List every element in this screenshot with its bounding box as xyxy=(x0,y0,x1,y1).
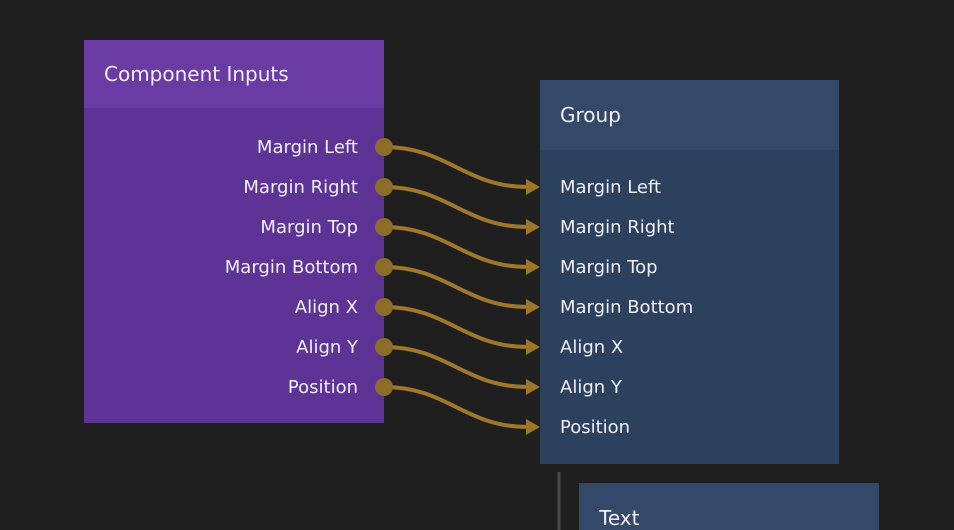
output-port-align-y[interactable]: Align Y xyxy=(84,327,384,367)
output-port-align-x[interactable]: Align X xyxy=(84,287,384,327)
connection-wire-align-y[interactable] xyxy=(383,345,529,389)
port-label: Margin Right xyxy=(243,176,358,198)
output-port-connector[interactable] xyxy=(375,218,393,236)
node-title: Component Inputs xyxy=(104,62,289,86)
connection-wire-margin-left[interactable] xyxy=(383,145,529,189)
node-group-body: Margin Left Margin Right Margin Top Marg… xyxy=(540,150,839,464)
node-group-header[interactable]: Group xyxy=(540,80,839,150)
input-port-margin-left[interactable]: Margin Left xyxy=(540,167,839,207)
connection-wire-align-x[interactable] xyxy=(383,305,529,349)
input-port-arrow[interactable] xyxy=(526,219,540,235)
port-label: Align Y xyxy=(560,376,622,398)
port-label: Margin Bottom xyxy=(560,296,694,318)
output-port-connector[interactable] xyxy=(375,338,393,356)
input-port-align-x[interactable]: Align X xyxy=(540,327,839,367)
input-port-margin-top[interactable]: Margin Top xyxy=(540,247,839,287)
output-port-connector[interactable] xyxy=(375,178,393,196)
output-port-margin-bottom[interactable]: Margin Bottom xyxy=(84,247,384,287)
node-title: Group xyxy=(560,103,621,127)
input-port-position[interactable]: Position xyxy=(540,407,839,447)
node-component-inputs-body: Margin Left Margin Right Margin Top Marg… xyxy=(84,108,384,423)
node-component-inputs-header[interactable]: Component Inputs xyxy=(84,40,384,108)
port-label: Margin Left xyxy=(560,176,662,198)
output-port-connector[interactable] xyxy=(375,258,393,276)
input-port-align-y[interactable]: Align Y xyxy=(540,367,839,407)
input-port-arrow[interactable] xyxy=(526,339,540,355)
node-title: Text xyxy=(599,506,640,530)
output-port-connector[interactable] xyxy=(375,298,393,316)
node-text-header[interactable]: Text xyxy=(579,483,879,530)
node-component-inputs[interactable]: Component Inputs Margin Left Margin Righ… xyxy=(84,40,384,423)
input-port-arrow[interactable] xyxy=(526,379,540,395)
input-port-arrow[interactable] xyxy=(526,299,540,315)
port-label: Margin Bottom xyxy=(224,256,358,278)
output-port-connector[interactable] xyxy=(375,138,393,156)
connection-wire-position[interactable] xyxy=(383,385,529,429)
port-label: Position xyxy=(560,416,631,438)
port-label: Margin Right xyxy=(560,216,675,238)
input-port-arrow[interactable] xyxy=(526,259,540,275)
output-port-margin-right[interactable]: Margin Right xyxy=(84,167,384,207)
output-port-position[interactable]: Position xyxy=(84,367,384,407)
connection-wire-margin-top[interactable] xyxy=(383,225,529,269)
input-port-margin-right[interactable]: Margin Right xyxy=(540,207,839,247)
port-label: Align X xyxy=(560,336,624,358)
input-port-margin-bottom[interactable]: Margin Bottom xyxy=(540,287,839,327)
port-label: Margin Top xyxy=(260,216,358,238)
port-label: Margin Top xyxy=(560,256,658,278)
connection-wire-margin-right[interactable] xyxy=(383,185,529,229)
output-port-connector[interactable] xyxy=(375,378,393,396)
port-label: Align X xyxy=(294,296,358,318)
connection-wire-margin-bottom[interactable] xyxy=(383,265,529,309)
node-text[interactable]: Text xyxy=(579,483,879,530)
input-port-arrow[interactable] xyxy=(526,419,540,435)
output-port-margin-left[interactable]: Margin Left xyxy=(84,127,384,167)
node-group[interactable]: Group Margin Left Margin Right Margin To… xyxy=(540,80,839,464)
port-label: Align Y xyxy=(296,336,358,358)
port-label: Position xyxy=(287,376,358,398)
output-port-margin-top[interactable]: Margin Top xyxy=(84,207,384,247)
port-label: Margin Left xyxy=(256,136,358,158)
input-port-arrow[interactable] xyxy=(526,179,540,195)
